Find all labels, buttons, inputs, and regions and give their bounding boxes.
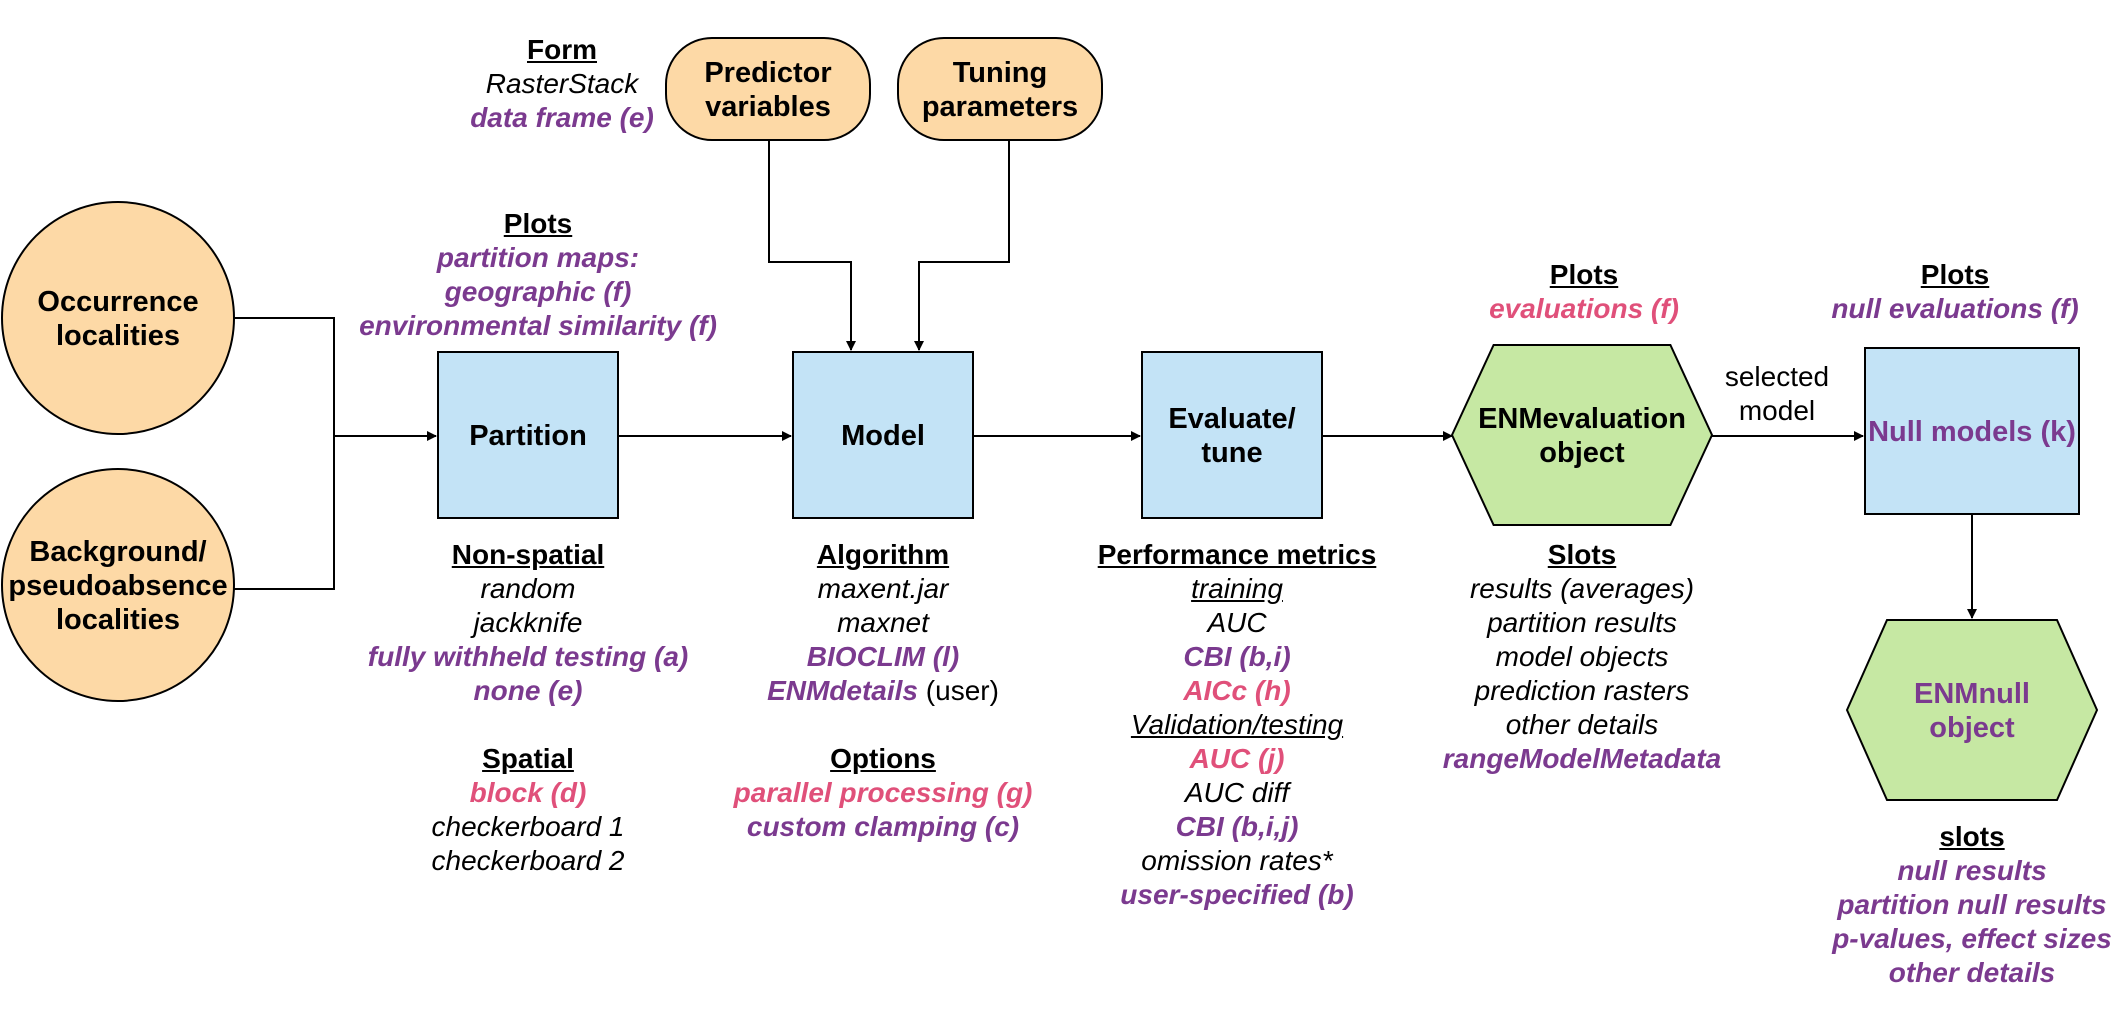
performance-item-aicc: AICc (h) xyxy=(1183,675,1291,706)
algorithm-item-bioclim: BIOCLIM (l) xyxy=(806,641,960,672)
background-label-1: pseudoabsence xyxy=(8,570,227,602)
eval-slots-item-details: other details xyxy=(1505,709,1659,740)
edge-occurrence-partition xyxy=(234,317,437,441)
enmnull-node xyxy=(1845,619,2099,801)
eval-slots-item-rmm: rangeModelMetadata xyxy=(1442,743,1722,774)
nullmodels-node xyxy=(1864,347,2080,515)
eval-slots-item-models: model objects xyxy=(1495,641,1669,672)
algorithm-item-maxentjar: maxent.jar xyxy=(817,573,949,604)
predictor-node xyxy=(665,37,871,141)
performance-heading: Performance metrics xyxy=(1097,539,1377,570)
options-heading: Options xyxy=(830,743,936,774)
nullmodels-label-0: Null models (k) xyxy=(1868,416,2076,448)
edge-background-junction xyxy=(234,436,335,590)
enmnull-label-1: object xyxy=(1929,712,2015,744)
tuning-label-0: Tuning xyxy=(953,57,1047,89)
edge-tuning-model xyxy=(914,140,1010,351)
enmevaluation-label-0: ENMevaluation xyxy=(1478,403,1686,435)
nonspatial-item-none: none (e) xyxy=(473,675,583,706)
evaluate-label-0: Evaluate/ xyxy=(1168,403,1295,435)
algorithm-heading: Algorithm xyxy=(816,539,950,570)
performance-item-cbi-bij: CBI (b,i,j) xyxy=(1175,811,1299,842)
enmevaluation-label-1: object xyxy=(1539,437,1625,469)
node-shapes xyxy=(1,37,2099,801)
form-heading: Form xyxy=(527,34,597,65)
predictor-label-1: variables xyxy=(705,91,831,123)
predictor-label-0: Predictor xyxy=(704,57,831,89)
performance-item-cbi: CBI (b,i) xyxy=(1183,641,1291,672)
tuning-label-1: parameters xyxy=(922,91,1078,123)
occurrence-node xyxy=(1,201,235,435)
form-item-dataframe: data frame (e) xyxy=(470,102,654,133)
eval-slots-item-rasters: prediction rasters xyxy=(1474,675,1690,706)
null-slots-item-partition: partition null results xyxy=(1837,889,2107,920)
eval-plots-item-evaluations: evaluations (f) xyxy=(1489,293,1679,324)
node-texts: OccurrencelocalitiesBackground/pseudoabs… xyxy=(8,57,2076,744)
background-label-0: Background/ xyxy=(29,536,206,568)
nonspatial-item-random: random xyxy=(480,573,576,604)
model-label-0: Model xyxy=(841,420,925,452)
spatial-item-checkerboard1: checkerboard 1 xyxy=(431,811,625,842)
performance-item-userspecified: user-specified (b) xyxy=(1120,879,1354,910)
null-plots-heading: Plots xyxy=(1920,259,1990,290)
performance-item-auc: AUC xyxy=(1207,607,1267,638)
background-label-2: localities xyxy=(56,604,180,636)
nonspatial-item-jackknife: jackknife xyxy=(473,607,583,638)
partition-label-0: Partition xyxy=(469,420,587,452)
edges xyxy=(234,140,1977,619)
eval-plots-heading: Plots xyxy=(1549,259,1619,290)
partition-node xyxy=(437,351,619,519)
selected-model-label-0: selected xyxy=(1725,361,1829,392)
nonspatial-item-withheld: fully withheld testing (a) xyxy=(367,641,689,672)
spatial-item-block: block (d) xyxy=(469,777,587,808)
null-plots-item-evaluations: null evaluations (f) xyxy=(1831,293,2079,324)
background-node xyxy=(1,468,235,702)
null-slots-item-pvalues: p-values, effect sizes xyxy=(1832,923,2112,954)
null-slots-item-details: other details xyxy=(1888,957,2056,988)
algorithm-item-enmdetails: ENMdetails xyxy=(767,675,919,706)
performance-item-validation: Validation/testing xyxy=(1130,709,1344,740)
performance-item-omission: omission rates* xyxy=(1141,845,1333,876)
algorithm-item-maxnet: maxnet xyxy=(837,607,929,638)
null-slots-heading: slots xyxy=(1939,821,2005,852)
model-node xyxy=(792,351,974,519)
selected-model-label-1: model xyxy=(1739,395,1815,426)
eval-slots-item-results: results (averages) xyxy=(1469,573,1695,604)
occurrence-label-0: Occurrence xyxy=(37,286,198,318)
performance-item-aucdiff: AUC diff xyxy=(1184,777,1290,808)
spatial-heading: Spatial xyxy=(482,743,574,774)
form-item-rasterstack: RasterStack xyxy=(485,68,639,99)
performance-item-auc-j: AUC (j) xyxy=(1189,743,1285,774)
null-slots-item-results: null results xyxy=(1897,855,2047,886)
evaluate-label-1: tune xyxy=(1201,437,1262,469)
partition-plots-heading: Plots xyxy=(503,208,573,239)
tuning-node xyxy=(897,37,1103,141)
partition-plots-item-geographic: geographic (f) xyxy=(444,276,632,307)
options-item-clamping: custom clamping (c) xyxy=(746,811,1020,842)
nonspatial-heading: Non-spatial xyxy=(451,539,605,570)
spatial-item-checkerboard2: checkerboard 2 xyxy=(431,845,625,876)
enmevaluation-node xyxy=(1450,344,1714,526)
algorithm-item-enmdetails-line: ENMdetails (user) xyxy=(767,674,999,708)
edge-predictor-model xyxy=(768,140,856,351)
eval-slots-heading: Slots xyxy=(1547,539,1617,570)
evaluate-node xyxy=(1141,351,1323,519)
algorithm-item-user: (user) xyxy=(918,675,999,706)
occurrence-label-1: localities xyxy=(56,320,180,352)
eval-slots-item-partition: partition results xyxy=(1487,607,1677,638)
enmnull-label-0: ENMnull xyxy=(1914,678,2030,710)
partition-plots-item-environmental: environmental similarity (f) xyxy=(359,310,717,341)
performance-item-training: training xyxy=(1191,573,1283,604)
partition-plots-item-maps: partition maps: xyxy=(436,242,640,273)
options-item-parallel: parallel processing (g) xyxy=(733,777,1033,808)
